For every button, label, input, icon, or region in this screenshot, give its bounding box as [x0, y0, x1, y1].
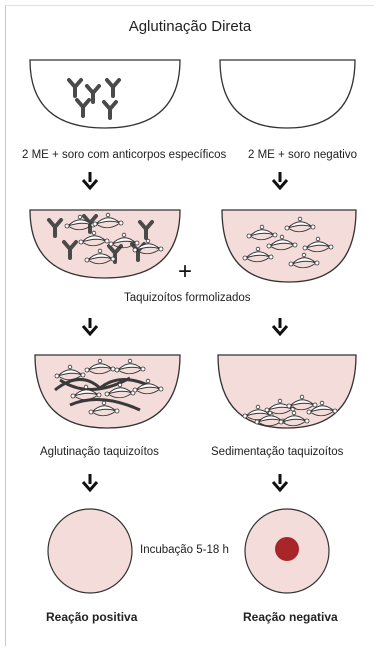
arrow-down-icon — [273, 474, 287, 490]
well-positive-reaction — [30, 210, 180, 278]
arrow-down-icon — [273, 172, 287, 188]
label-incubation: Incubação 5-18 h — [140, 544, 229, 556]
well-positive-initial — [30, 60, 180, 128]
arrow-down-icon — [273, 318, 287, 334]
label-reagent: Taquizoítos formolizados — [124, 292, 251, 304]
label-result-negative: Sedimentação taquizoítos — [211, 446, 343, 458]
plus-sign: + — [178, 258, 192, 286]
label-outcome-positive: Reação positiva — [46, 610, 137, 624]
plate-positive — [48, 509, 132, 593]
arrow-down-icon — [83, 172, 97, 188]
well-positive-agglutination — [35, 355, 180, 428]
label-outcome-negative: Reação negativa — [243, 610, 338, 624]
arrow-down-icon — [83, 474, 97, 490]
label-step1-negative: 2 ME + soro negativo — [248, 149, 357, 161]
well-negative-reaction — [222, 210, 356, 282]
label-result-positive: Aglutinação taquizoítos — [40, 446, 159, 458]
label-step1-positive: 2 ME + soro com anticorpos específicos — [22, 149, 226, 161]
well-negative-sedimentation — [218, 355, 356, 428]
negative-sediment-dot — [275, 537, 299, 561]
well-negative-initial — [220, 60, 355, 128]
arrow-down-icon — [83, 318, 97, 334]
